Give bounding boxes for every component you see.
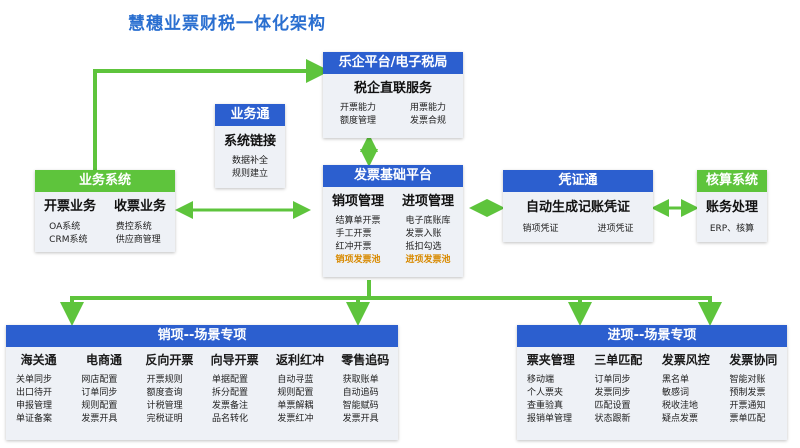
ywt-box: 业务通 系统链接 数据补全 规则建立 [215,104,285,188]
xiang-item: 完税证明 [146,414,183,424]
xiang-item: 单证备案 [16,414,53,424]
xiang-item: 单据配置 [211,375,248,385]
fpjc-header: 发票基础平台 [323,165,463,187]
jinxiang-item: 预制发票 [729,388,766,398]
xiang-item: 发票备注 [211,401,248,411]
ywxt-item: OA系统 [49,222,81,232]
xiang-col-title: 向导开票 [210,353,259,367]
jinxiang-item: 黑名单 [662,375,690,385]
fpjc-item: 红冲开票 [335,242,372,252]
jinxiang-item: 智能对账 [729,375,766,385]
xiang-item: 拆分配置 [211,388,248,398]
ywt-item: 数据补全 [231,156,268,166]
fpjc-subtitle: 进项管理 [401,194,454,209]
fpjc-pool: 进项发票池 [405,255,451,265]
jinxiang-item: 移动端 [527,375,555,385]
xiang-item: 网店配置 [81,375,118,385]
fpjc-item: 结算单开票 [335,216,381,226]
xiang-item: 计税管理 [146,401,183,411]
xiang-item: 自动寻蓝 [277,375,314,385]
page-title: 慧穗业票财税一体化架构 [128,14,326,34]
lqpt-subtitle: 税企直联服务 [353,81,432,96]
ywt-item: 规则建立 [231,169,268,179]
xiang-header: 销项--场景专项 [6,325,398,347]
jinxiang-item: 疑点发票 [662,414,699,424]
ywxt-box: 业务系统 开票业务 收票业务 OA系统 CRM系统 费控系统 供应商管理 [35,170,175,252]
xiang-item: 订单同步 [81,388,118,398]
jinxiang-item: 税收洼地 [662,401,699,411]
lqpt-box: 乐企平台/电子税局 税企直联服务 开票能力 额度管理 用票能力 发票合规 [323,52,463,138]
xiang-item: 获取账单 [342,375,379,385]
xiang-item: 品名转化 [211,414,248,424]
xiang-item: 自动追码 [342,388,379,398]
lqpt-item: 发票合规 [409,116,446,126]
lqpt-header: 乐企平台/电子税局 [323,52,463,74]
ywxt-item: 供应商管理 [115,235,161,245]
lqpt-item: 额度管理 [339,116,376,126]
xiang-col-title: 零售追码 [341,353,390,367]
lqpt-item: 开票能力 [339,103,376,113]
ywxt-item: 费控系统 [115,222,152,232]
jinxiang-col-title: 发票风控 [661,353,710,367]
jinxiang-header: 进项--场景专项 [517,325,787,347]
lqpt-item: 用票能力 [409,103,446,113]
xiang-item: 出口待开 [16,388,53,398]
fpjc-item: 发票入账 [405,229,442,239]
jinxiang-box: 进项--场景专项 票夹管理 三单匹配 发票风控 发票协同 移动端 个人票夹 查重… [517,325,787,440]
xiang-box: 销项--场景专项 海关通 电商通 反向开票 向导开票 返利红冲 零售追码 关单同… [6,325,398,440]
xiang-col-title: 返利红冲 [275,353,324,367]
xiang-item: 发票红冲 [277,414,314,424]
jinxiang-col-title: 发票协同 [729,353,778,367]
xiang-col-title: 反向开票 [145,353,194,367]
jinxiang-item: 发票同步 [594,388,631,398]
xiang-item: 额度查询 [146,388,183,398]
xiang-item: 规则配置 [277,388,314,398]
jinxiang-item: 开票通知 [729,401,766,411]
xiang-item: 发票开具 [342,414,379,424]
xiang-item: 发票开具 [81,414,118,424]
fpjc-subtitle: 销项管理 [331,194,384,209]
hsxt-subtitle: 账务处理 [705,200,758,215]
link-business-to-lqpt [93,59,330,170]
hsxt-item: ERP、核算 [709,224,755,234]
ywxt-item: CRM系统 [49,235,88,245]
jinxiang-item: 状态跟新 [594,414,631,424]
xiang-item: 关单同步 [16,375,53,385]
jinxiang-item: 票单匹配 [729,414,766,424]
ywxt-subtitle: 开票业务 [43,199,96,214]
hsxt-header: 核算系统 [697,170,767,192]
jinxiang-item: 报销单管理 [527,414,573,424]
jinxiang-item: 敏感词 [662,388,690,398]
xiang-col-title: 电商通 [85,353,122,367]
xiang-item: 单票解耦 [277,401,314,411]
jinxiang-item: 匹配设置 [594,401,631,411]
xiang-col-title: 海关通 [20,353,57,367]
fpjc-item: 电子底账库 [405,216,451,226]
pzt-header: 凭证通 [503,170,653,192]
fpjc-item: 手工开票 [335,229,372,239]
ywt-header: 业务通 [215,104,285,126]
ywxt-subtitle: 收票业务 [113,199,166,214]
jinxiang-col-title: 票夹管理 [526,353,575,367]
jinxiang-col-title: 三单匹配 [594,353,643,367]
fpjc-item: 抵扣勾选 [405,242,442,252]
jinxiang-item: 订单同步 [594,375,631,385]
xiang-item: 智能赋码 [342,401,379,411]
hsxt-box: 核算系统 账务处理 ERP、核算 [697,170,767,242]
jinxiang-item: 个人票夹 [527,388,564,398]
ywxt-header: 业务系统 [35,170,175,192]
fpjc-pool: 销项发票池 [335,255,381,265]
pzt-item: 销项凭证 [522,224,559,234]
pzt-subtitle: 自动生成记账凭证 [525,200,630,215]
jinxiang-item: 查重验真 [527,401,564,411]
pzt-box: 凭证通 自动生成记账凭证 销项凭证 进项凭证 [503,170,653,242]
pzt-item: 进项凭证 [597,224,634,234]
fpjc-box: 发票基础平台 销项管理 进项管理 结算单开票 手工开票 红冲开票 销项发票池 电… [323,165,463,277]
xiang-item: 开票规则 [146,375,183,385]
xiang-item: 申报管理 [16,401,53,411]
xiang-item: 规则配置 [81,401,118,411]
ywt-subtitle: 系统链接 [223,134,276,149]
